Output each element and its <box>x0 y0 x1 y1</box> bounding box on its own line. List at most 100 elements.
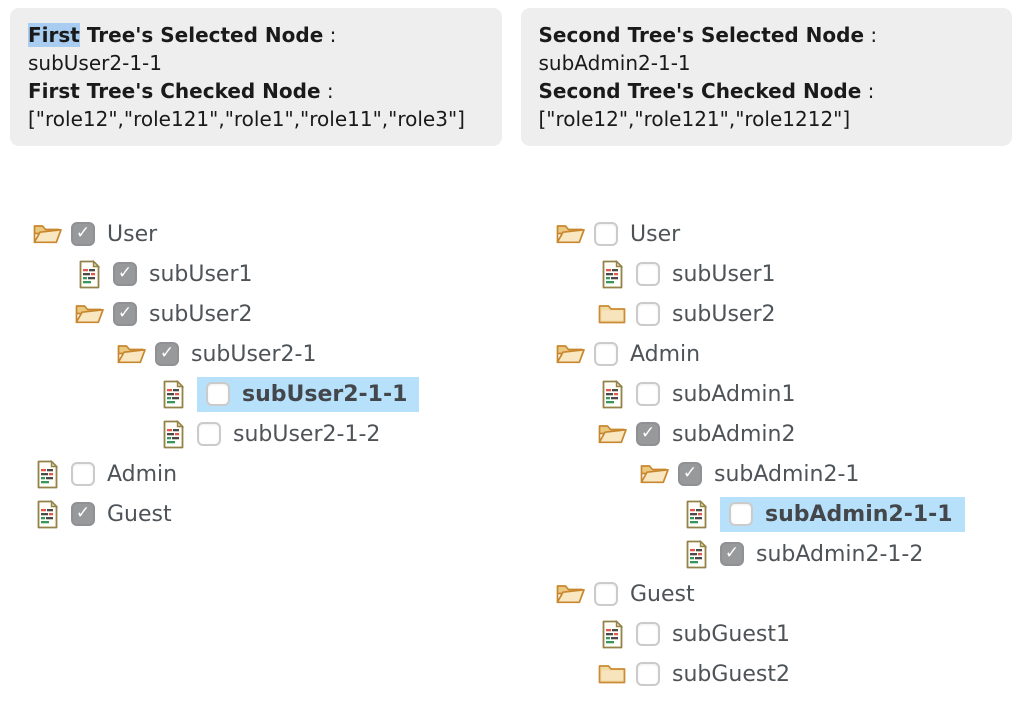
tree-node-Guest[interactable]: Guest <box>32 494 513 534</box>
checkbox-checked[interactable] <box>155 342 179 366</box>
node-label[interactable]: subGuest1 <box>672 621 790 647</box>
node-label[interactable]: Admin <box>630 341 701 367</box>
second-selected-value: subAdmin2-1-1 <box>538 51 691 75</box>
folder-open-icon[interactable] <box>597 420 627 448</box>
folder-open-icon[interactable] <box>32 220 62 248</box>
tree-node-User[interactable]: User <box>555 214 1026 254</box>
first-checked-value: ["role12","role121","role1","role11","ro… <box>28 107 465 131</box>
node-label[interactable]: Admin <box>107 461 178 487</box>
node-selection-wrap: subGuest2 <box>636 662 790 687</box>
folder-closed-icon[interactable] <box>597 660 627 688</box>
tree-node-Admin[interactable]: Admin <box>32 454 513 494</box>
tree-node-subAdmin2-1-2[interactable]: subAdmin2-1-2 <box>555 534 1026 574</box>
second-tree-status-panel: Second Tree's Selected Node : subAdmin2-… <box>520 8 1012 146</box>
tree-node-subUser1[interactable]: subUser1 <box>555 254 1026 294</box>
tree-node-subUser2-1[interactable]: subUser2-1 <box>32 334 513 374</box>
doc-icon[interactable] <box>597 259 627 288</box>
node-selection-wrap: User <box>594 222 680 247</box>
folder-open-icon[interactable] <box>74 300 104 328</box>
node-label[interactable]: subAdmin1 <box>672 381 796 407</box>
node-label[interactable]: subAdmin2-1 <box>714 461 860 487</box>
node-label[interactable]: subGuest2 <box>672 661 790 687</box>
tree-node-subAdmin2-1[interactable]: subAdmin2-1 <box>555 454 1026 494</box>
tree-node-subUser1[interactable]: subUser1 <box>32 254 513 294</box>
node-selection-wrap: Admin <box>71 462 177 487</box>
first-checked-title: First Tree's Checked Node : <box>28 79 334 103</box>
checkbox-checked[interactable] <box>636 422 660 446</box>
tree-node-User[interactable]: User <box>32 214 513 254</box>
folder-closed-icon[interactable] <box>597 300 627 328</box>
tree-node-subUser2-1-2[interactable]: subUser2-1-2 <box>32 414 513 454</box>
checkbox-unchecked[interactable] <box>636 302 660 326</box>
tree-node-subAdmin1[interactable]: subAdmin1 <box>555 374 1026 414</box>
node-selection-wrap: Guest <box>71 502 172 527</box>
doc-icon[interactable] <box>32 459 62 488</box>
checkbox-checked[interactable] <box>113 262 137 286</box>
checkbox-unchecked[interactable] <box>636 382 660 406</box>
tree-node-subUser2-1-1[interactable]: subUser2-1-1 <box>32 374 513 414</box>
first-selected-value: subUser2-1-1 <box>28 51 162 75</box>
folder-open-icon[interactable] <box>555 580 585 608</box>
checkbox-checked[interactable] <box>720 542 744 566</box>
node-label[interactable]: Guest <box>107 501 172 527</box>
first-tree-status-panel: First Tree's Selected Node : subUser2-1-… <box>10 8 502 146</box>
doc-icon[interactable] <box>158 379 188 408</box>
tree-node-Admin[interactable]: Admin <box>555 334 1026 374</box>
checkbox-unchecked[interactable] <box>594 582 618 606</box>
second-tree: User subUser1 subUser2 Admin subAdmin1 <box>513 214 1026 694</box>
node-label[interactable]: subUser1 <box>149 261 253 287</box>
checkbox-unchecked[interactable] <box>729 502 753 526</box>
doc-icon[interactable] <box>597 619 627 648</box>
doc-icon[interactable] <box>74 259 104 288</box>
tree-node-subAdmin2[interactable]: subAdmin2 <box>555 414 1026 454</box>
trees-area: User subUser1 subUser2 subUser2-1 subUse… <box>0 214 1026 694</box>
node-label[interactable]: User <box>107 221 158 247</box>
checkbox-unchecked[interactable] <box>636 262 660 286</box>
checkbox-checked[interactable] <box>71 222 95 246</box>
checkbox-checked[interactable] <box>113 302 137 326</box>
first-tree: User subUser1 subUser2 subUser2-1 subUse… <box>0 214 513 694</box>
second-checked-value: ["role12","role121","role1212"] <box>538 107 851 131</box>
node-selection-wrap: subUser2-1-1 <box>197 376 420 412</box>
node-label[interactable]: subUser2 <box>149 301 253 327</box>
node-label[interactable]: subUser2-1-1 <box>242 381 408 407</box>
doc-icon[interactable] <box>597 379 627 408</box>
node-label[interactable]: subAdmin2 <box>672 421 796 447</box>
node-label[interactable]: subAdmin2-1-1 <box>765 501 953 527</box>
node-label[interactable]: subUser1 <box>672 261 776 287</box>
tree-node-subUser2[interactable]: subUser2 <box>555 294 1026 334</box>
node-selection-wrap: subAdmin2 <box>636 422 795 447</box>
tree-node-subUser2[interactable]: subUser2 <box>32 294 513 334</box>
checkbox-unchecked[interactable] <box>206 382 230 406</box>
checkbox-unchecked[interactable] <box>594 342 618 366</box>
folder-open-icon[interactable] <box>555 340 585 368</box>
doc-icon[interactable] <box>681 499 711 528</box>
node-label[interactable]: subAdmin2-1-2 <box>756 541 924 567</box>
checkbox-checked[interactable] <box>71 502 95 526</box>
node-label[interactable]: subUser2-1 <box>191 341 317 367</box>
doc-icon[interactable] <box>32 499 62 528</box>
doc-icon[interactable] <box>681 539 711 568</box>
doc-icon[interactable] <box>158 419 188 448</box>
tree-node-subGuest2[interactable]: subGuest2 <box>555 654 1026 694</box>
checkbox-unchecked[interactable] <box>594 222 618 246</box>
node-label[interactable]: subUser2-1-2 <box>233 421 381 447</box>
second-checked-title: Second Tree's Checked Node : <box>538 79 875 103</box>
folder-open-icon[interactable] <box>639 460 669 488</box>
node-label[interactable]: Guest <box>630 581 695 607</box>
checkbox-unchecked[interactable] <box>636 662 660 686</box>
first-selected-title: First Tree's Selected Node : <box>28 23 337 47</box>
folder-open-icon[interactable] <box>116 340 146 368</box>
node-label[interactable]: User <box>630 221 681 247</box>
node-selection-wrap: subGuest1 <box>636 622 790 647</box>
tree-node-subGuest1[interactable]: subGuest1 <box>555 614 1026 654</box>
node-label[interactable]: subUser2 <box>672 301 776 327</box>
text-selection-highlight: First <box>28 23 80 47</box>
checkbox-checked[interactable] <box>678 462 702 486</box>
checkbox-unchecked[interactable] <box>197 422 221 446</box>
tree-node-Guest[interactable]: Guest <box>555 574 1026 614</box>
checkbox-unchecked[interactable] <box>71 462 95 486</box>
tree-node-subAdmin2-1-1[interactable]: subAdmin2-1-1 <box>555 494 1026 534</box>
checkbox-unchecked[interactable] <box>636 622 660 646</box>
folder-open-icon[interactable] <box>555 220 585 248</box>
